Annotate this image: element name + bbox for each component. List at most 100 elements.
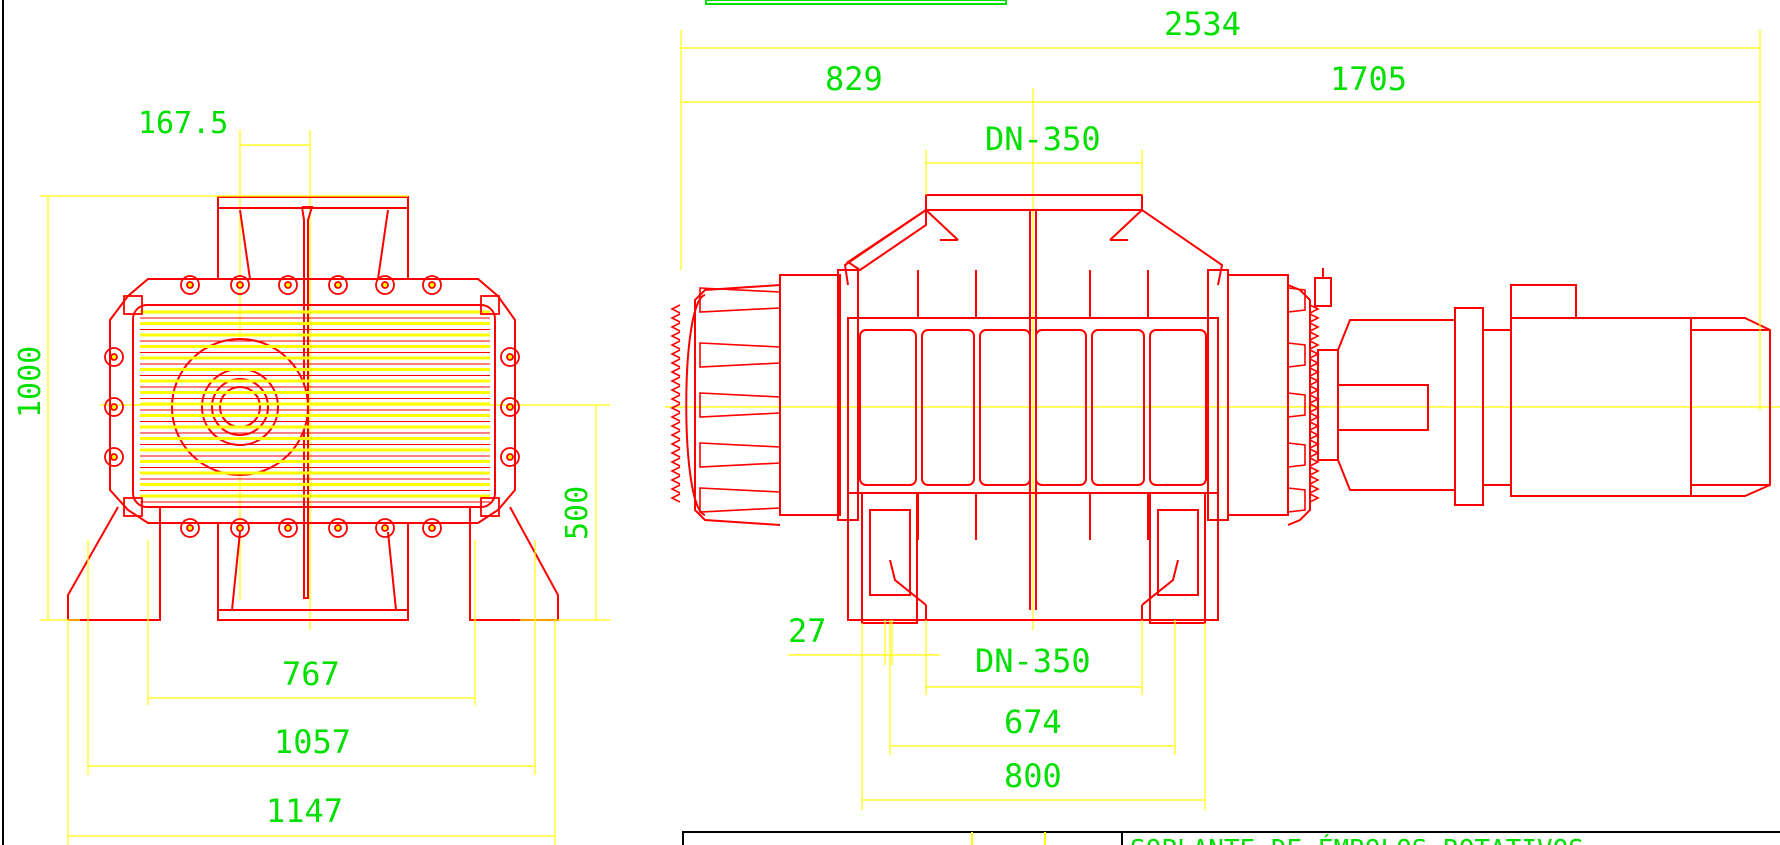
bolt-center — [186, 524, 194, 532]
end-view-body — [67, 196, 559, 621]
end-cap-rib — [1287, 287, 1306, 313]
bolt-icon — [328, 275, 348, 295]
side-fin — [670, 313, 681, 323]
dim-overall-length: 2534 — [1164, 5, 1241, 43]
side-fin — [1309, 394, 1320, 404]
side-fin — [1309, 466, 1320, 476]
end-view: 167.5 1000 500 767 1057 1147 — [13, 106, 610, 845]
side-fin — [670, 412, 681, 422]
side-fin — [670, 439, 681, 449]
side-fin — [1309, 376, 1320, 386]
side-view-dimension-lines — [680, 30, 1761, 810]
bolt-center — [236, 524, 244, 532]
side-view: 2534 829 1705 DN-350 DN-350 27 674 800 — [665, 5, 1780, 810]
side-fin — [670, 367, 681, 377]
side-fin — [670, 430, 681, 440]
end-cap-rib — [699, 287, 781, 313]
dim-left-segment: 829 — [825, 60, 883, 98]
side-fin — [1309, 313, 1320, 323]
dim-shaft-offset: 167.5 — [138, 106, 228, 141]
bolt-icon — [104, 447, 124, 467]
side-fin — [1309, 430, 1320, 440]
side-view-body — [685, 194, 1771, 624]
side-fin — [670, 403, 681, 413]
side-fin — [1309, 322, 1320, 332]
bolt-icon — [422, 518, 442, 538]
bolt-center — [110, 403, 118, 411]
side-fin — [1309, 475, 1320, 485]
side-fin — [1309, 403, 1320, 413]
end-cap-rib — [699, 487, 781, 513]
side-fin — [670, 448, 681, 458]
end-cap-rib — [699, 392, 781, 418]
bolt-center — [428, 524, 436, 532]
dim-right-segment: 1705 — [1330, 60, 1407, 98]
dim-base-767: 767 — [282, 655, 340, 693]
side-fin — [1309, 439, 1320, 449]
side-fin — [670, 349, 681, 359]
side-view-fins — [670, 287, 1320, 513]
dim-foot-inner: 674 — [1004, 703, 1062, 741]
end-cap-rib — [1287, 392, 1306, 418]
bolt-center — [284, 281, 292, 289]
end-cap-rib — [1287, 442, 1306, 468]
dim-outlet-flange: DN-350 — [975, 642, 1091, 680]
end-cap-rib — [1287, 342, 1306, 368]
side-fin — [670, 475, 681, 485]
end-cap-rib — [699, 442, 781, 468]
bolt-center — [381, 281, 389, 289]
bolt-center — [110, 453, 118, 461]
side-fin — [1309, 457, 1320, 467]
side-fin — [1309, 412, 1320, 422]
bolt-icon — [422, 275, 442, 295]
bolt-center — [186, 281, 194, 289]
corner-bolt — [480, 497, 500, 517]
side-fin — [1309, 421, 1320, 431]
side-fin — [1309, 385, 1320, 395]
side-view-centerlines — [665, 88, 1780, 630]
side-fin — [1309, 358, 1320, 368]
bolt-icon — [375, 275, 395, 295]
bolt-icon — [180, 275, 200, 295]
side-fin — [670, 394, 681, 404]
corner-bolt — [123, 295, 143, 315]
bolt-center — [506, 453, 514, 461]
side-fin — [1309, 493, 1320, 503]
end-cap-rib — [1287, 487, 1306, 513]
corner-bolt — [480, 295, 500, 315]
side-fin — [670, 322, 681, 332]
side-fin — [1309, 349, 1320, 359]
side-fin — [1309, 331, 1320, 341]
dim-inlet-flange: DN-350 — [985, 120, 1101, 158]
bolt-center — [506, 403, 514, 411]
side-fin — [670, 457, 681, 467]
bolt-center — [428, 281, 436, 289]
side-fin — [670, 331, 681, 341]
dim-height: 1000 — [13, 346, 48, 418]
side-fin — [670, 466, 681, 476]
side-fin — [1309, 484, 1320, 494]
dim-base-1057: 1057 — [274, 723, 351, 761]
bolt-icon — [104, 347, 124, 367]
bolt-icon — [180, 518, 200, 538]
bolt-icon — [230, 518, 250, 538]
dim-base-1147: 1147 — [266, 792, 343, 830]
end-view-cooling-fins — [140, 310, 490, 503]
bolt-icon — [375, 518, 395, 538]
bolt-icon — [500, 347, 520, 367]
side-fin — [670, 340, 681, 350]
bolt-center — [381, 524, 389, 532]
bolt-icon — [500, 397, 520, 417]
side-fin — [670, 421, 681, 431]
bolt-center — [236, 281, 244, 289]
bolt-icon — [278, 275, 298, 295]
dim-flange-thickness: 27 — [788, 612, 827, 650]
side-fin — [1309, 448, 1320, 458]
bolt-center — [506, 353, 514, 361]
side-fin — [1309, 304, 1320, 314]
drawing-frame — [2, 0, 1007, 845]
dim-foot-outer: 800 — [1004, 757, 1062, 795]
side-fin — [670, 385, 681, 395]
side-fin — [670, 376, 681, 386]
